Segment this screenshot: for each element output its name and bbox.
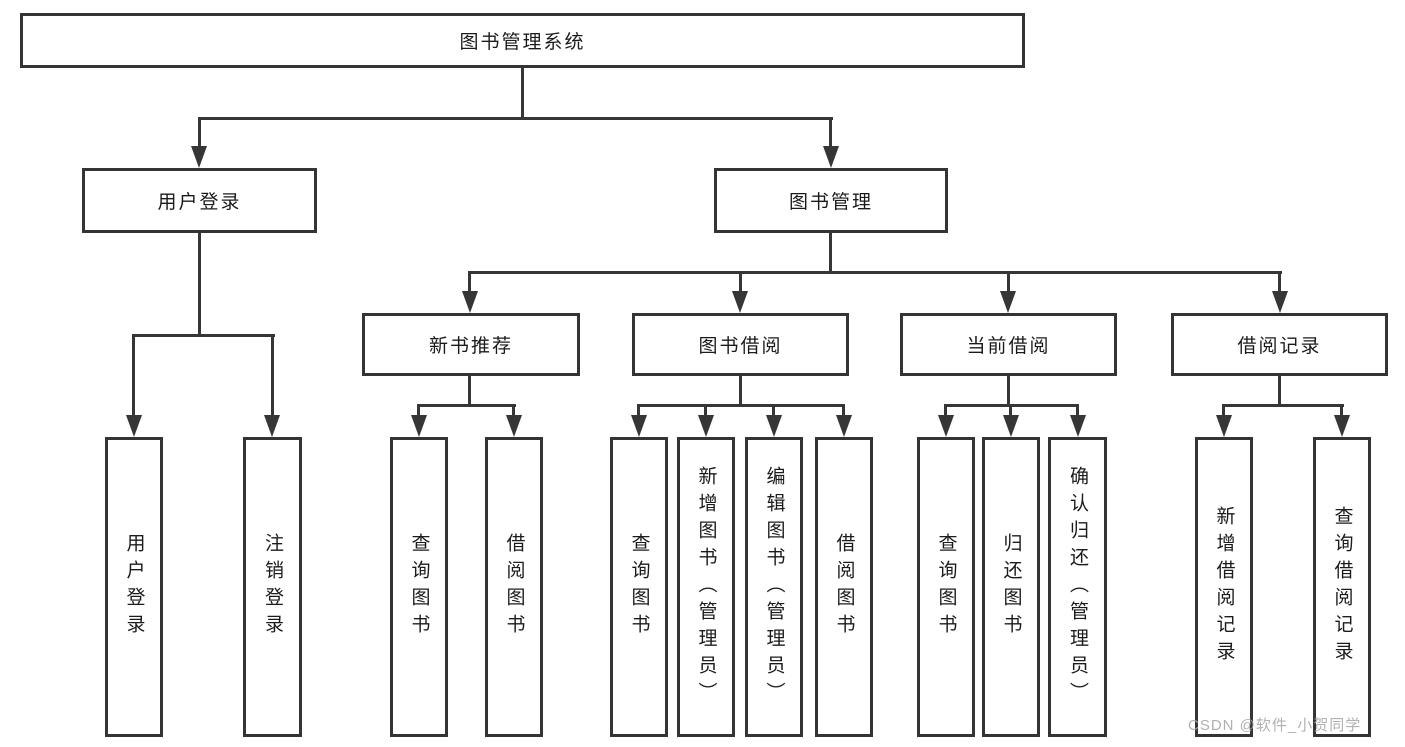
leaf-query-book-recommend-label: 查询图书 <box>408 533 430 641</box>
leaf-user-login: 用户登录 <box>105 437 163 737</box>
leaf-return-book-label: 归还图书 <box>1000 533 1022 641</box>
node-borrow-records-label: 借阅记录 <box>1237 336 1322 357</box>
csdn-watermark: CSDN @软件_小贺同学 <box>1188 717 1362 734</box>
node-new-book-recommend-label: 新书推荐 <box>428 336 513 357</box>
leaf-add-borrow-record: 新增借阅记录 <box>1195 437 1253 737</box>
node-book-borrow-label: 图书借阅 <box>698 336 783 357</box>
leaf-query-borrow-record: 查询借阅记录 <box>1313 437 1371 737</box>
leaf-edit-book-admin-label: 编辑图书（管理员） <box>763 465 785 709</box>
connector-leaf-stem <box>1222 404 1225 415</box>
leaf-query-borrow-record-label: 查询借阅记录 <box>1331 506 1353 668</box>
leaf-borrow-book-label: 借阅图书 <box>833 533 855 641</box>
connector-to-book-borrow <box>739 271 742 291</box>
connector-leaf-stem <box>772 404 775 415</box>
arrowhead-down-icon <box>126 415 142 437</box>
connector-leaf-stem <box>704 404 707 415</box>
connector-leaf-stem <box>1340 404 1343 415</box>
arrowhead-down-icon <box>766 415 782 437</box>
leaf-borrow-book: 借阅图书 <box>815 437 873 737</box>
leaf-edit-book-admin: 编辑图书（管理员） <box>745 437 803 737</box>
node-root: 图书管理系统 <box>20 13 1025 68</box>
connector-user-login-stem <box>198 233 201 336</box>
leaf-add-borrow-record-label: 新增借阅记录 <box>1213 506 1235 668</box>
connector-new-book-recommend-bar <box>417 404 516 407</box>
node-root-label: 图书管理系统 <box>459 32 586 53</box>
connector-leaf-stem <box>1009 404 1012 415</box>
leaf-query-book-recommend: 查询图书 <box>390 437 448 737</box>
arrowhead-down-icon <box>698 415 714 437</box>
arrowhead-down-icon <box>506 415 522 437</box>
node-book-management: 图书管理 <box>714 168 948 233</box>
connector-book-borrow-stem <box>739 376 742 406</box>
connector-book-management-stem <box>829 233 832 274</box>
leaf-borrow-book-recommend: 借阅图书 <box>485 437 543 737</box>
leaf-confirm-return-admin: 确认归还（管理员） <box>1048 437 1107 737</box>
leaf-user-login-label: 用户登录 <box>123 533 145 641</box>
arrowhead-down-icon <box>1003 415 1019 437</box>
leaf-return-book: 归还图书 <box>982 437 1040 737</box>
leaf-add-book-admin-label: 新增图书（管理员） <box>695 465 717 709</box>
arrowhead-down-icon <box>631 415 647 437</box>
connector-user-login-bar <box>132 334 275 337</box>
connector-to-borrow-records <box>1278 271 1281 291</box>
connector-borrow-records-stem <box>1278 376 1281 406</box>
arrowhead-down-icon <box>823 146 839 168</box>
arrowhead-down-icon <box>264 415 280 437</box>
leaf-query-book-borrow-label: 查询图书 <box>628 533 650 641</box>
connector-leaf-stem <box>1076 404 1079 415</box>
leaf-query-book-borrow: 查询图书 <box>610 437 668 737</box>
connector-level3-bar <box>468 271 1282 274</box>
connector-to-current-borrow <box>1007 271 1010 291</box>
node-current-borrow-label: 当前借阅 <box>966 336 1051 357</box>
connector-current-borrow-stem <box>1007 376 1010 406</box>
arrowhead-down-icon <box>1216 415 1232 437</box>
connector-leaf-stem <box>842 404 845 415</box>
arrowhead-down-icon <box>1000 291 1016 313</box>
connector-level2-bar <box>198 117 833 120</box>
connector-to-user-login <box>198 117 201 146</box>
connector-leaf-stem <box>944 404 947 415</box>
arrowhead-down-icon <box>1272 291 1288 313</box>
leaf-confirm-return-admin-label: 确认归还（管理员） <box>1067 465 1088 709</box>
connector-leaf-stem <box>512 404 515 415</box>
node-book-borrow: 图书借阅 <box>632 313 849 376</box>
arrowhead-down-icon <box>462 291 478 313</box>
leaf-logout-label: 注销登录 <box>262 533 283 641</box>
connector-to-leaf-logout <box>271 334 274 415</box>
node-new-book-recommend: 新书推荐 <box>362 313 580 376</box>
leaf-borrow-book-recommend-label: 借阅图书 <box>503 533 525 641</box>
arrowhead-down-icon <box>1334 415 1350 437</box>
node-current-borrow: 当前借阅 <box>900 313 1117 376</box>
connector-root-stem <box>521 68 524 118</box>
node-user-login: 用户登录 <box>82 168 317 233</box>
node-user-login-label: 用户登录 <box>157 192 242 213</box>
connector-to-leaf-user-login <box>132 334 135 415</box>
leaf-query-book-current-label: 查询图书 <box>935 533 957 641</box>
arrowhead-down-icon <box>411 415 427 437</box>
leaf-logout: 注销登录 <box>243 437 302 737</box>
arrowhead-down-icon <box>938 415 954 437</box>
arrowhead-down-icon <box>191 146 207 168</box>
connector-to-new-book-recommend <box>468 271 471 291</box>
arrowhead-down-icon <box>1070 415 1086 437</box>
connector-new-book-recommend-stem <box>468 376 471 406</box>
connector-to-book-management <box>829 117 832 146</box>
arrowhead-down-icon <box>836 415 852 437</box>
node-borrow-records: 借阅记录 <box>1171 313 1388 376</box>
leaf-add-book-admin: 新增图书（管理员） <box>677 437 735 737</box>
connector-borrow-records-bar <box>1222 404 1344 407</box>
arrowhead-down-icon <box>732 291 748 313</box>
leaf-query-book-current: 查询图书 <box>917 437 975 737</box>
node-book-management-label: 图书管理 <box>788 192 873 213</box>
connector-book-borrow-bar <box>637 404 844 407</box>
connector-leaf-stem <box>637 404 640 415</box>
connector-leaf-stem <box>417 404 420 415</box>
